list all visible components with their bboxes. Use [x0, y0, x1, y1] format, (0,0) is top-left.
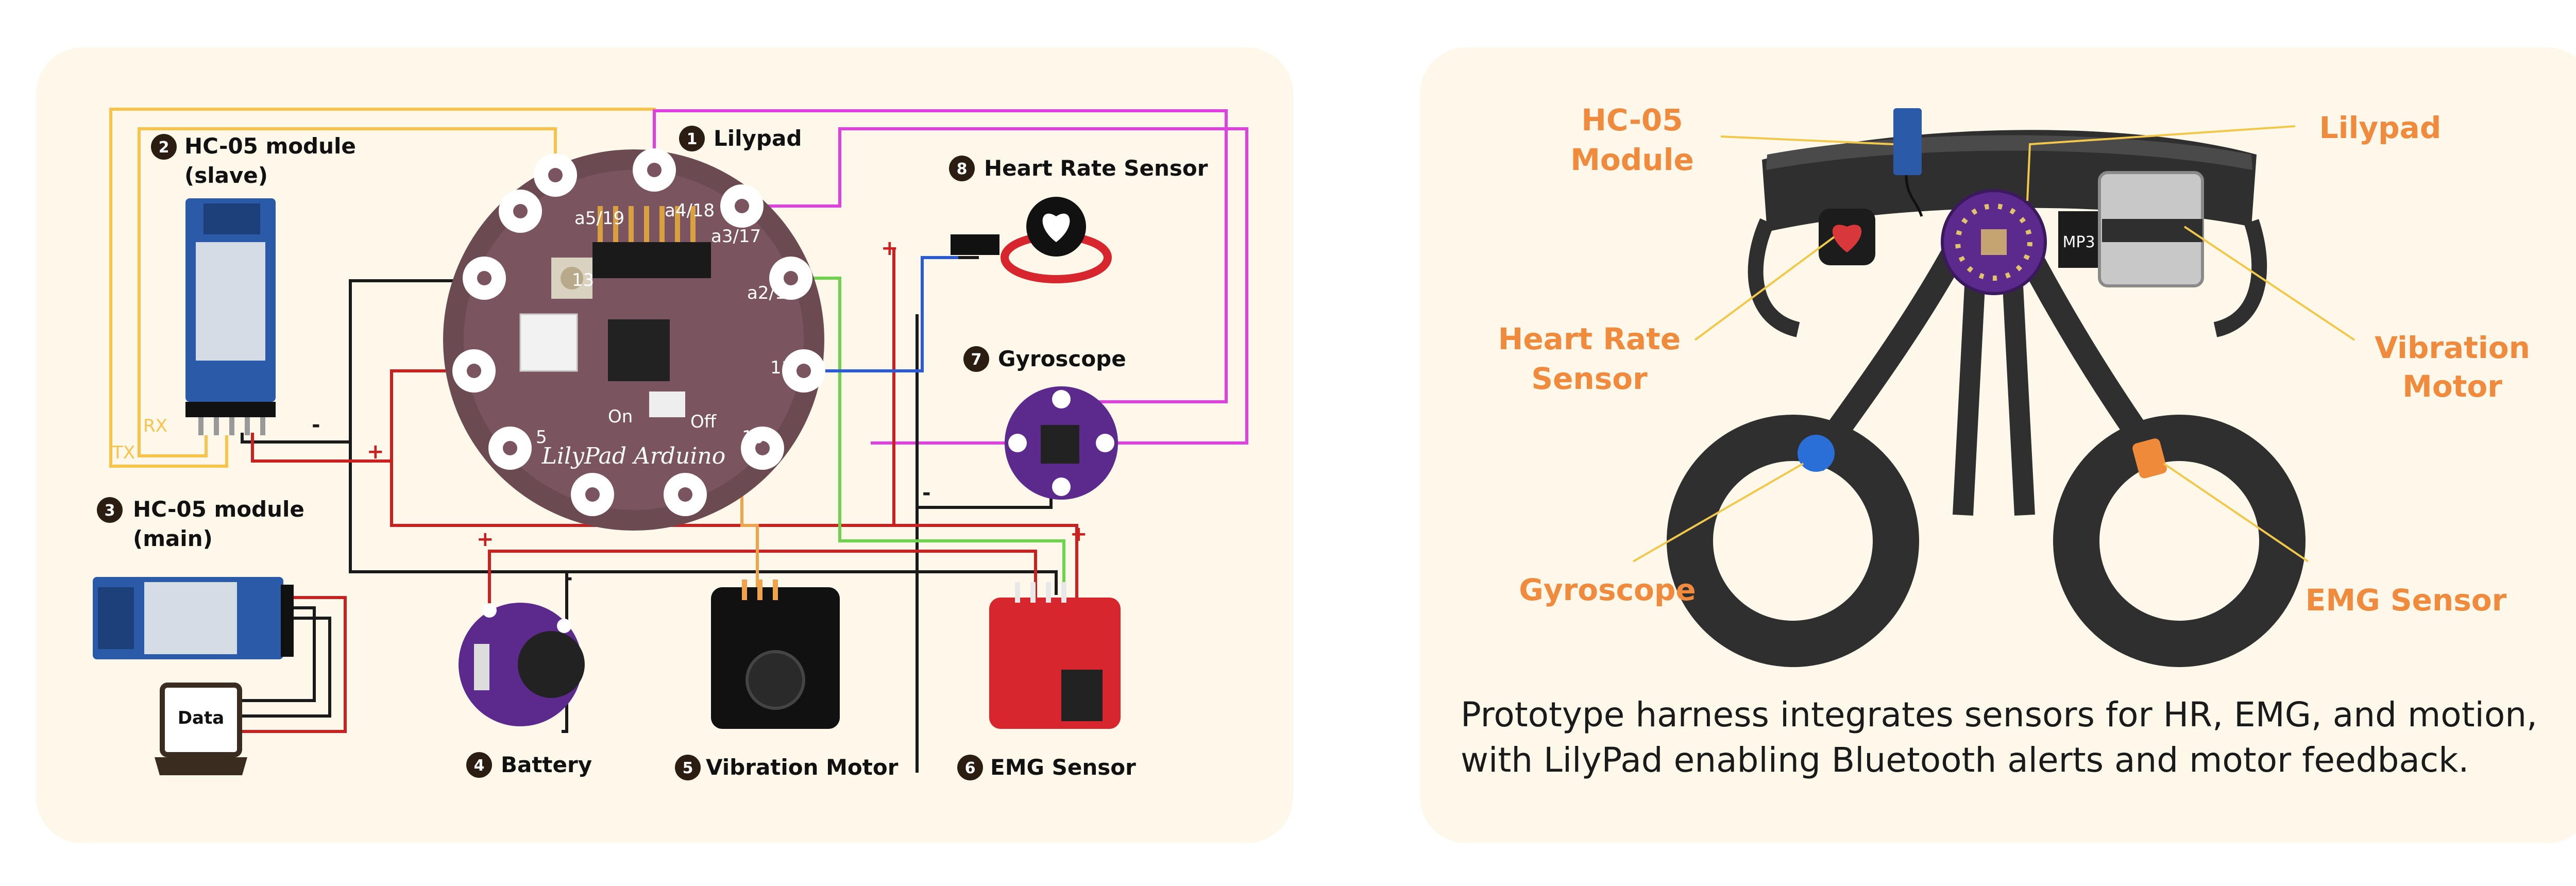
plus-sign: +: [1070, 522, 1088, 546]
label-heart-rate: Heart Rate: [1498, 321, 1681, 356]
label-battery: Battery: [501, 752, 592, 777]
wire-laptop-black: [242, 617, 331, 718]
svg-text:8: 8: [957, 160, 968, 178]
pin-label: 11: [770, 357, 792, 378]
label-hc05-main-sub: (main): [133, 526, 213, 551]
label-hc05-module: HC-05: [1581, 103, 1683, 138]
label-hc05-slave-sub: (slave): [184, 163, 268, 188]
lilypad-board: On Off LilyPad Arduino a5/19 a4/18 a3/17…: [443, 148, 825, 531]
mp3-label: MP3: [2062, 233, 2095, 251]
pin-label: a5/19: [574, 208, 624, 229]
pin-label: 13: [572, 270, 594, 291]
svg-text:6: 6: [965, 759, 976, 777]
wire-vcc-3: [488, 550, 1037, 608]
tx-label: TX: [112, 442, 135, 463]
minus-sign: -: [312, 413, 320, 437]
board-on-label: On: [608, 406, 633, 427]
wire-gnd-3: [916, 256, 979, 773]
label-hc05-main: HC-05 module: [133, 497, 304, 522]
svg-text:4: 4: [474, 757, 485, 775]
hc05-main-module: [93, 577, 294, 659]
gyroscope-board: [1005, 386, 1118, 500]
pin-label: a2/16: [747, 283, 797, 303]
wire-blue: [804, 256, 958, 372]
heart-rate-sensor: [951, 197, 1112, 283]
wire-laptop-black-2: [242, 606, 316, 702]
label-emg-sensor-harness: EMG Sensor: [2306, 583, 2507, 618]
label-vibration-motor-harness: Vibration: [2375, 330, 2530, 365]
wire-magenta-2: [653, 109, 1228, 403]
svg-text:2: 2: [159, 139, 170, 157]
wires: [109, 108, 1248, 773]
label-gyroscope-harness: Gyroscope: [1519, 572, 1696, 607]
emg-sensor-board: [989, 582, 1121, 729]
label-gyroscope: Gyroscope: [998, 346, 1126, 371]
label-hc05-module-line2: Module: [1570, 142, 1694, 177]
minus-sign: -: [922, 481, 931, 505]
minus-sign: -: [564, 566, 573, 590]
pin-label: 5: [536, 427, 547, 448]
svg-text:3: 3: [105, 502, 115, 520]
board-off-label: Off: [690, 412, 717, 432]
pin-label: a4/18: [665, 200, 715, 221]
svg-text:5: 5: [683, 759, 693, 777]
laptop-label: Data: [178, 708, 224, 728]
label-lilypad: Lilypad: [714, 126, 802, 151]
label-heart-rate-line2: Sensor: [1531, 361, 1648, 396]
hc05-slave-module: [185, 198, 276, 435]
wire-rx: [138, 127, 557, 457]
label-emg-sensor: EMG Sensor: [990, 755, 1136, 780]
wire-green: [804, 277, 1065, 598]
wire-vcc-2: [390, 461, 1078, 598]
label-lilypad-harness: Lilypad: [2319, 110, 2442, 145]
wire-laptop-red: [242, 596, 347, 733]
label-heart-rate-sensor: Heart Rate Sensor: [984, 156, 1208, 181]
pin-label: 10: [742, 427, 764, 448]
wire-gnd-4: [917, 495, 1053, 509]
plus-sign: +: [367, 440, 384, 464]
rx-label: RX: [143, 416, 167, 436]
plus-sign: +: [477, 527, 494, 551]
pin-label: 9: [680, 471, 691, 491]
battery-holder: [459, 603, 585, 726]
label-vibration-motor: Vibration Motor: [706, 755, 899, 780]
label-vibration-motor-harness-line2: Motor: [2402, 369, 2502, 404]
harness-illustration: MP3: [1667, 108, 2306, 667]
svg-text:1: 1: [687, 130, 698, 148]
label-hc05-slave: HC-05 module: [184, 133, 356, 159]
svg-text:7: 7: [971, 351, 982, 369]
vibration-motor-board: [711, 580, 840, 729]
laptop-icon: Data: [155, 683, 247, 775]
component-labels: 1 Lilypad 2 HC-05 module (slave) 3 HC-05…: [97, 126, 1208, 780]
caption-line-2: with LilyPad enabling Bluetooth alerts a…: [1461, 740, 2469, 780]
plus-sign: +: [881, 236, 899, 260]
leader-lines: [1633, 125, 2355, 563]
wire-magenta-1: [742, 127, 1248, 445]
caption-line-1: Prototype harness integrates sensors for…: [1461, 695, 2537, 735]
wire-gnd-2: [349, 442, 1058, 595]
pin-label: a3/17: [711, 226, 761, 247]
board-brand: LilyPad Arduino: [541, 443, 725, 469]
